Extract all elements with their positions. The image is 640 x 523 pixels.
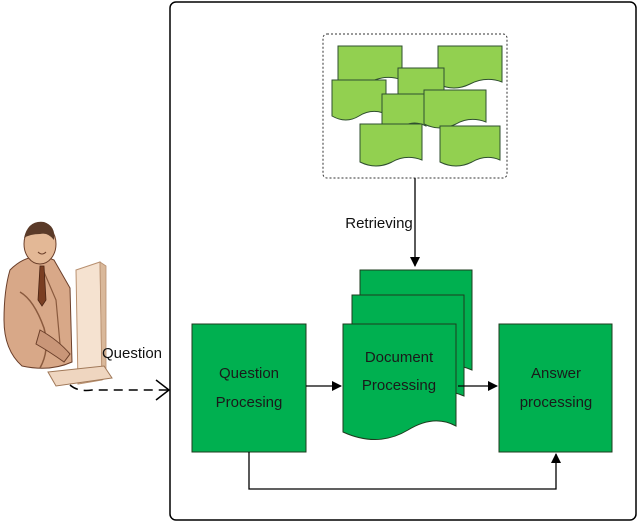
arrow-question-to-answer-bypass bbox=[248, 452, 561, 490]
retrieving-label: Retrieving bbox=[345, 215, 413, 232]
question-processing-box[interactable]: Question Procesing bbox=[191, 323, 307, 453]
question-processing-label: Question bbox=[219, 365, 279, 382]
document-layer-front bbox=[342, 323, 457, 441]
question-label: Question bbox=[102, 345, 162, 362]
answer-processing-box[interactable]: Answer processing bbox=[498, 323, 613, 453]
document-processing-label: Document bbox=[365, 349, 434, 366]
doc-page bbox=[439, 125, 501, 167]
question-arrowhead bbox=[155, 379, 171, 401]
doc-page bbox=[423, 89, 487, 129]
answer-processing-label: processing bbox=[520, 394, 593, 411]
answer-processing-label: Answer bbox=[531, 365, 581, 382]
question-processing-label: Procesing bbox=[216, 394, 283, 411]
document-processing-stack[interactable]: Document Processing bbox=[342, 269, 473, 441]
doc-page bbox=[359, 123, 423, 167]
document-processing-label: Processing bbox=[362, 377, 436, 394]
doc-page bbox=[437, 45, 503, 89]
person-at-computer-icon bbox=[3, 221, 113, 387]
document-collection-icon bbox=[322, 33, 508, 179]
question-dashed-arrow bbox=[69, 384, 168, 392]
